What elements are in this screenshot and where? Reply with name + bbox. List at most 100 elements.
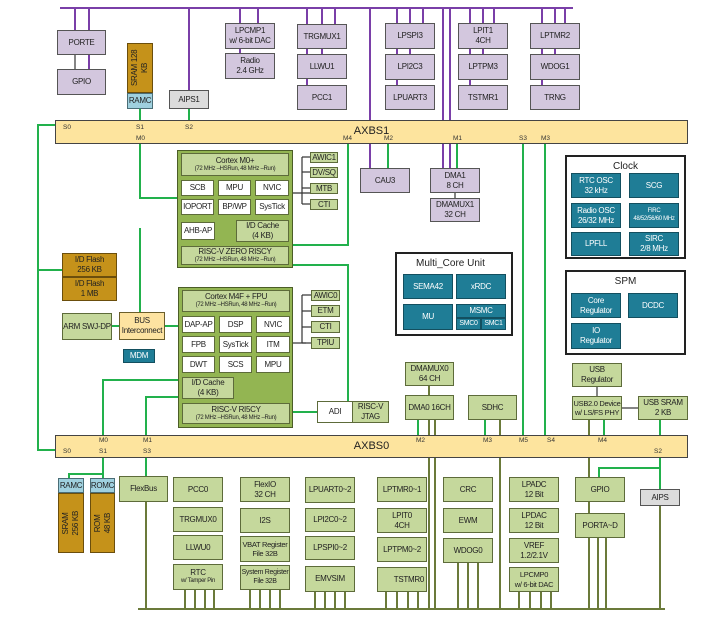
lptpm3-block: LPTPM3 <box>458 54 508 80</box>
axbs1-port-m3: M3 <box>541 135 551 142</box>
flash-1mb: I/D Flash 1 MB <box>62 277 117 301</box>
emvsim-block: EMVSIM <box>305 566 355 592</box>
sirc: SIRC 2/8 MHz <box>629 232 679 256</box>
rom-48kb-block: ROM 48 KB <box>90 493 115 553</box>
axbs1-title: AXBS1 <box>353 125 390 137</box>
axbs0-port-m0: M0 <box>99 437 109 444</box>
axbs0-port-s4: S4 <box>547 437 555 444</box>
axbs0-port-s3: S3 <box>143 448 151 455</box>
porte-block: PORTE <box>57 30 106 55</box>
lpuart3-block: LPUART3 <box>385 85 435 110</box>
ri5cy-title: RISC-V RI5CY <box>211 404 261 414</box>
zero-riscy-freq: (72 MHz –HSRun, 48 MHz –Run) <box>194 256 276 263</box>
m0-cache: I/D Cache (4 KB) <box>236 220 289 242</box>
m0-ahb-ap: AHB-AP <box>181 222 215 240</box>
sram-128kb-block: SRAM 128 KB <box>127 43 153 93</box>
cau3-block: CAU3 <box>360 168 410 193</box>
xrdc: xRDC <box>456 274 506 299</box>
radio-osc: Radio OSC 26/32 MHz <box>571 203 621 228</box>
core-regulator: Core Regulator <box>571 293 621 318</box>
usb-sram: USB SRAM 2 KB <box>638 396 688 420</box>
mcu-title: Multi_Core Unit <box>416 258 485 269</box>
axbs1-port-m0: M0 <box>136 135 146 142</box>
lptmr0-1-block: LPTMR0~1 <box>377 477 427 502</box>
tstmr1-block: TSTMR1 <box>458 85 508 110</box>
dma0-block: DMA0 16CH <box>405 395 454 420</box>
m4-dsp: DSP <box>219 316 252 333</box>
etm-block: ETM <box>311 305 340 317</box>
cortex-m0-freq: (72 MHz –HSRun, 48 MHz –Run) <box>194 165 276 172</box>
m4-scs: SCS <box>219 356 252 373</box>
msmc: MSMC <box>456 304 506 318</box>
awic1-block: AWIC1 <box>310 152 338 163</box>
m4-dap-ap: DAP-AP <box>182 316 215 333</box>
porta-d-block: PORTA~D <box>575 513 625 538</box>
lpcmp0-block: LPCMP0 w/ 6-bit DAC <box>509 567 559 592</box>
axbs0-port-s0: S0 <box>63 448 71 455</box>
trng-block: TRNG <box>530 85 580 110</box>
axbs1-port-m2: M2 <box>384 135 394 142</box>
ri5cy-freq: (72 MHz –HSRun, 48 MHz –Run) <box>195 414 277 421</box>
axbs0-port-m2: M2 <box>416 437 426 444</box>
dvsq-block: DV/SQ <box>310 167 338 178</box>
wdog1-block: WDOG1 <box>530 54 580 80</box>
lpuart0-2-block: LPUART0~2 <box>305 477 355 503</box>
tstmr0-block: TSTMR0 <box>377 567 427 592</box>
axbs0-port-m4: M4 <box>598 437 608 444</box>
cortex-m0-core: Cortex M0+(72 MHz –HSRun, 48 MHz –Run) <box>181 153 289 176</box>
dma1-block: DMA1 8 CH <box>430 168 480 193</box>
crc-block: CRC <box>443 477 493 502</box>
usb-regulator: USB Regulator <box>572 363 622 387</box>
axbs0-port-m3: M3 <box>483 437 493 444</box>
dcdc: DCDC <box>628 293 678 318</box>
wdog0-block: WDOG0 <box>443 538 493 563</box>
axbs1-port-s1: S1 <box>136 124 144 131</box>
m0-nvic: NVIC <box>255 180 289 196</box>
pcc0-block: PCC0 <box>173 477 223 502</box>
cortex-m4f-freq: (72 MHz –HSRun, 48 MHz –Run) <box>195 302 277 309</box>
vref-block: VREF 1.2/2.1V <box>509 538 559 563</box>
ramc-block: RAMC <box>127 93 153 109</box>
zero-riscy-title: RISC-V ZERO RISCY <box>198 246 272 256</box>
mu: MU <box>403 304 453 330</box>
lpspi3-block: LPSPI3 <box>385 23 435 49</box>
smc0: SMC0 <box>456 318 481 330</box>
flexbus-block: FlexBus <box>119 476 168 502</box>
gpio-block: GPIO <box>57 69 106 95</box>
spm-title: SPM <box>614 276 637 287</box>
lptmr2-block: LPTMR2 <box>530 23 580 49</box>
axbs1-port-s2: S2 <box>185 124 193 131</box>
m4-mpu: MPU <box>256 356 290 373</box>
axbs1-port-m4: M4 <box>343 135 353 142</box>
mdm: MDM <box>123 349 155 363</box>
cortex-m4f-title: Cortex M4F + FPU <box>204 292 268 302</box>
axbs1-port-s3: S3 <box>519 135 527 142</box>
adi-block: ADI <box>317 401 353 423</box>
lpadc-block: LPADC 12 Bit <box>509 477 559 502</box>
cortex-m0-title: Cortex M0+ <box>215 155 255 165</box>
bus-interconnect: BUS Interconnect <box>119 312 165 340</box>
sema42: SEMA42 <box>403 274 453 299</box>
vbat-register-file: VBAT Register File 32B <box>240 536 290 562</box>
ramc0-block: RAMC <box>58 478 84 493</box>
axbs0-port-m1: M1 <box>143 437 153 444</box>
rom-48kb-label: ROM 48 KB <box>92 512 112 534</box>
lpit1-block: LPIT1 4CH <box>458 23 508 49</box>
m0-mpu: MPU <box>218 180 251 196</box>
gpio0-block: GPIO <box>575 477 625 502</box>
m4-dwt: DWT <box>182 356 215 373</box>
cortex-m4f-core: Cortex M4F + FPU(72 MHz –HSRun, 48 MHz –… <box>182 290 290 312</box>
m4-itm: ITM <box>256 336 290 353</box>
m4-systick: SysTick <box>219 336 252 353</box>
m4-fpb: FPB <box>182 336 215 353</box>
m0-ioport: IOPORT <box>181 199 214 215</box>
tpiu-block: TPIU <box>311 337 340 349</box>
axbs0-port-m5: M5 <box>519 437 529 444</box>
axbs0-crossbar: AXBS0 S0 S1 S3 M0 M1 M2 M3 M5 S4 M4 S2 <box>55 435 688 458</box>
system-register-file: System Register File 32B <box>240 565 290 590</box>
sram-256kb-block: SRAM 256 KB <box>58 493 84 553</box>
dmamux0-block: DMAMUX0 64 CH <box>405 362 454 386</box>
dmamux1-block: DMAMUX1 32 CH <box>430 198 480 222</box>
m4-cache: I/D Cache (4 KB) <box>182 377 234 399</box>
